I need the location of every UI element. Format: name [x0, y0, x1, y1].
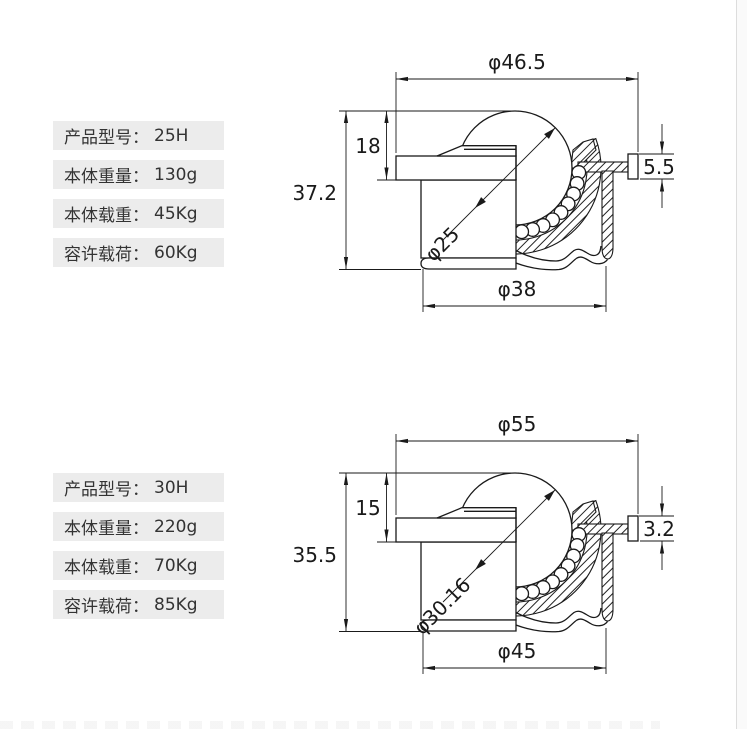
spec-row-weight: 本体重量： 220g	[53, 512, 224, 541]
spec-table-30h: 产品型号： 30H 本体重量： 220g 本体载重： 70Kg 容许载荷： 85…	[53, 473, 224, 629]
spec-value: 85Kg	[154, 594, 198, 615]
dim-base-diameter-label: φ45	[498, 639, 537, 663]
spec-label: 容许载荷：	[64, 245, 149, 265]
spec-label: 本体重量：	[64, 519, 149, 539]
spec-value: 60Kg	[154, 242, 198, 263]
spec-value: 130g	[154, 164, 198, 185]
spec-value: 30H	[154, 477, 189, 498]
spec-label: 产品型号：	[64, 480, 149, 500]
spec-row-weight: 本体重量： 130g	[53, 160, 224, 189]
dim-total-height-label: 37.2	[292, 181, 337, 205]
spec-value: 220g	[154, 516, 198, 537]
spec-label: 本体载重：	[64, 206, 149, 226]
page-right-edge	[736, 0, 747, 729]
drawing-25h: φ46.5 37.2 18 5.5 φ25 φ38	[292, 50, 675, 312]
spec-label: 容许载荷：	[64, 597, 149, 617]
drawing-30h: φ55 35.5 15 3.2 φ30.16 φ45	[292, 412, 675, 674]
dim-plate-height-label: 18	[355, 134, 380, 158]
spec-value: 45Kg	[154, 203, 198, 224]
spec-table-25h: 产品型号： 25H 本体重量： 130g 本体载重： 45Kg 容许载荷： 60…	[53, 121, 224, 277]
spec-value: 70Kg	[154, 555, 198, 576]
spec-label: 产品型号：	[64, 128, 149, 148]
spec-row-allowable-load: 容许载荷： 85Kg	[53, 590, 224, 619]
dim-flange-step-label: 3.2	[643, 517, 675, 541]
dim-plate-height-label: 15	[355, 496, 380, 520]
dim-top-diameter-label: φ55	[498, 412, 537, 436]
spec-row-load: 本体载重： 70Kg	[53, 551, 224, 580]
spec-label: 本体载重：	[64, 558, 149, 578]
dim-base-diameter-label: φ38	[498, 277, 537, 301]
spec-row-model: 产品型号： 25H	[53, 121, 224, 150]
spec-row-allowable-load: 容许载荷： 60Kg	[53, 238, 224, 267]
dim-total-height-label: 35.5	[292, 543, 337, 567]
spec-row-model: 产品型号： 30H	[53, 473, 224, 502]
spec-row-load: 本体载重： 45Kg	[53, 199, 224, 228]
cutoff-text-artifact	[0, 721, 660, 729]
spec-value: 25H	[154, 125, 189, 146]
dim-top-diameter-label: φ46.5	[488, 50, 546, 74]
dim-flange-step-label: 5.5	[643, 155, 675, 179]
spec-label: 本体重量：	[64, 167, 149, 187]
